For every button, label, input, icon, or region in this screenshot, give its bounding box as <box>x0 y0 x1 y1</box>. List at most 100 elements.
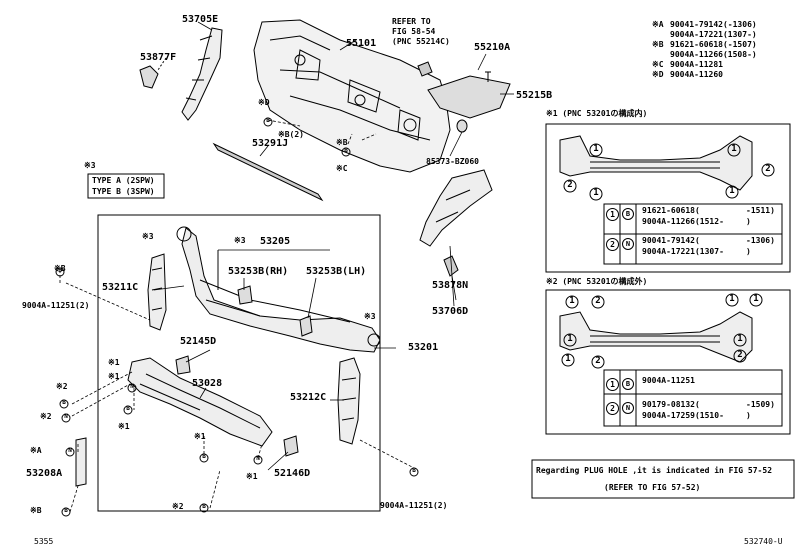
mark-3b: ※3 <box>142 232 154 241</box>
callout-number: 2 <box>765 164 771 174</box>
legend-part: 9004A-11260 <box>670 70 723 79</box>
mark-2b: ※2 <box>40 412 52 421</box>
legend-mark: ※A <box>652 20 664 29</box>
footer-right: 532740-U <box>744 537 783 546</box>
inset-row-range: ) <box>746 411 751 420</box>
inset-row-symbol: N <box>622 402 634 414</box>
inset-row-part: 9004A-11266(1512- <box>642 217 724 226</box>
label-53028: 53028 <box>192 378 223 389</box>
plug-note-line2: (REFER TO FIG 57-52) <box>604 483 701 492</box>
inset-row-symbol: B <box>622 208 634 220</box>
inset-row-part: 90179-08132( <box>642 400 700 409</box>
inset-row-part: 91621-60618( <box>642 206 700 215</box>
bolt-symbol: B <box>126 405 130 412</box>
legend-row: ※A 90041-79142(-1306) <box>652 20 757 30</box>
label-52146d: 52146D <box>274 468 311 479</box>
legend-row: ※C 9004A-11281 <box>652 60 757 70</box>
callout-number: 2 <box>595 356 601 366</box>
bolt-symbol: B <box>64 507 68 514</box>
mark-2a: ※2 <box>56 382 68 391</box>
callout-number: 1 <box>593 144 599 154</box>
legend-part: 9004A-11266(1508- <box>670 50 752 59</box>
refer-note-line1: REFER TO <box>392 17 431 26</box>
legend-row: ※D 9004A-11260 <box>652 70 757 80</box>
callout-number: 1 <box>737 334 743 344</box>
mark-3c: ※3 <box>364 312 376 321</box>
inset-row-range: ) <box>746 247 751 256</box>
inset-row-part: 9004A-11251 <box>642 376 695 385</box>
bolt-symbol: B <box>58 267 62 274</box>
legend-part: 9004A-17221(1307- <box>670 30 752 39</box>
inset1-title: ※1 (PNC 53201の構成内) <box>546 109 648 118</box>
callout-number: 1 <box>565 354 571 364</box>
mark-1e: ※1 <box>194 432 206 441</box>
label-53706d: 53706D <box>432 306 469 317</box>
refer-note-line2: FIG 58-54 <box>392 27 436 36</box>
mark-1c: ※1 <box>118 422 130 431</box>
legend-part: 9004A-11281 <box>670 60 723 69</box>
callout-number: 1 <box>729 294 735 304</box>
label-55101: 55101 <box>346 38 377 49</box>
inset-row-number: 1 <box>606 378 619 391</box>
inset-row-symbol: N <box>622 238 634 250</box>
mark-d: ※D <box>258 98 270 107</box>
bolt-symbol: B <box>266 117 270 124</box>
type-note-line2: TYPE B (3SPW) <box>92 187 155 196</box>
legend-mark: ※C <box>652 60 664 69</box>
inset-row-symbol: B <box>622 378 634 390</box>
inset-row-number: 2 <box>606 402 619 415</box>
label-52145d: 52145D <box>180 336 217 347</box>
callout-number: 2 <box>737 350 743 360</box>
callout-number: 2 <box>595 296 601 306</box>
refer-note-line3: (PNC 55214C) <box>392 37 450 46</box>
mark-1d: ※1 <box>246 472 258 481</box>
mark-b: ※B <box>336 138 348 147</box>
label-53208a: 53208A <box>26 468 63 479</box>
legend-part: 90041-79142( <box>670 20 728 29</box>
mark-3a: ※3 <box>234 236 246 245</box>
callout-number: 2 <box>567 180 573 190</box>
label-55215b: 55215B <box>516 90 553 101</box>
bolt-symbol: B <box>412 467 416 474</box>
mark-2c: ※2 <box>172 502 184 511</box>
inset-row-part: 9004A-17221(1307- <box>642 247 724 256</box>
inset-row-part: 90041-79142( <box>642 236 700 245</box>
bolt-symbol: B <box>202 453 206 460</box>
label-53212c: 53212C <box>290 392 327 403</box>
legend-top: ※A 90041-79142(-1306)9004A-17221(1307-)※B… <box>652 20 757 80</box>
mark-b-left: ※B <box>54 264 66 273</box>
label-53291j: 53291J <box>252 138 289 149</box>
footer-left: 5355 <box>34 537 54 546</box>
callout-number: 1 <box>729 186 735 196</box>
legend-row: 9004A-11266(1508-) <box>652 50 757 60</box>
mark-b-lower: ※B <box>30 506 42 515</box>
mark-a: ※A <box>30 446 42 455</box>
bolt-symbol: N <box>64 413 68 420</box>
label-53211c: 53211C <box>102 282 139 293</box>
bolt-symbol: B <box>344 147 348 154</box>
label-53253b-rh: 53253B(RH) <box>228 266 289 277</box>
bolt-symbol: B <box>202 503 206 510</box>
mark-1b: ※1 <box>108 372 120 381</box>
inset-row-range: -1509) <box>746 400 775 409</box>
label-53205: 53205 <box>260 236 291 247</box>
bolt-symbol: N <box>256 455 260 462</box>
callout-number: 1 <box>569 296 575 306</box>
label-53877f: 53877F <box>140 52 177 63</box>
callout-number: 1 <box>753 294 759 304</box>
callout-number: 1 <box>731 144 737 154</box>
legend-mark: ※D <box>652 70 664 79</box>
legend-mark: ※B <box>652 40 664 49</box>
type-note-header: ※3 <box>84 161 96 170</box>
legend-range: -1306) <box>727 20 757 29</box>
label-53201: 53201 <box>408 342 439 353</box>
callout-number: 1 <box>567 334 573 344</box>
bolt-symbol: N <box>68 447 72 454</box>
inset-row-number: 2 <box>606 238 619 251</box>
inset-row-range: -1306) <box>746 236 775 245</box>
label-53253b-lh: 53253B(LH) <box>306 266 367 277</box>
legend-row: 9004A-17221(1307-) <box>652 30 757 40</box>
